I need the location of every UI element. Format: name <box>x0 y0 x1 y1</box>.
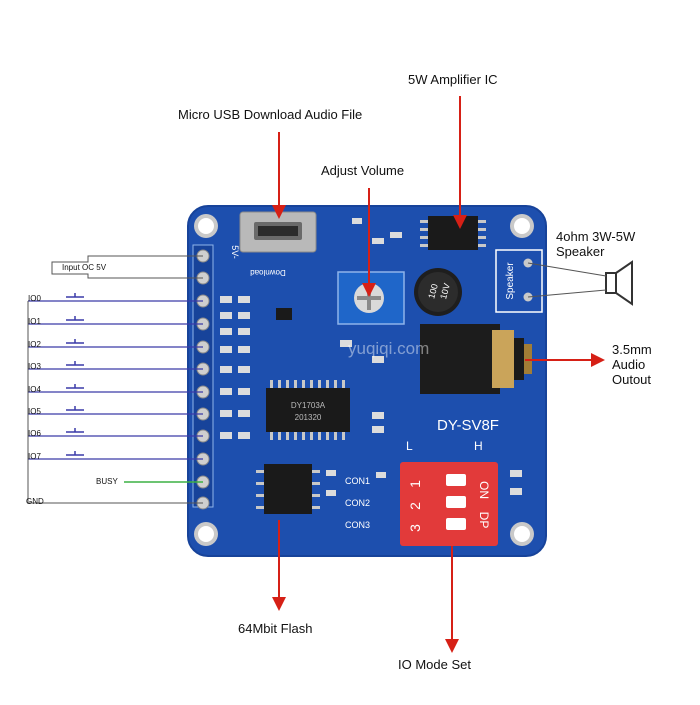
silk-download: Download <box>250 268 286 277</box>
speaker-wire-negative <box>527 289 607 298</box>
io-switch-wiring <box>28 300 203 460</box>
pin-label-io0: IO0 <box>28 294 41 303</box>
audio-jack <box>420 324 532 394</box>
capacitor-value: 100 <box>426 283 440 300</box>
gnd-label: GND <box>26 497 44 506</box>
iomode-callout: IO Mode Set <box>398 657 471 672</box>
dip-number-3: 3 <box>407 524 423 532</box>
audio-callout-line1: 3.5mm <box>612 342 652 357</box>
speaker-silk-label: Speaker <box>505 262 516 300</box>
pin-label-io7: IO7 <box>28 452 41 461</box>
silk-5v: 5V- <box>230 245 240 259</box>
silk-switch-l: L <box>406 439 413 453</box>
mounting-hole <box>510 522 534 546</box>
pin-label-io4: IO4 <box>28 385 41 394</box>
pin-label-io2: IO2 <box>28 340 41 349</box>
speaker-callout-line1: 4ohm 3W-5W <box>556 229 636 244</box>
audio-callout-line2: Audio <box>612 357 646 372</box>
dip-number-2: 2 <box>407 502 423 510</box>
amplifier-callout: 5W Amplifier IC <box>408 72 498 87</box>
input-power-label: Input OC 5V <box>62 263 107 272</box>
volume-potentiometer <box>337 271 405 325</box>
busy-label: BUSY <box>96 477 118 486</box>
input-power-wiring <box>51 255 203 279</box>
resistor-array <box>220 296 522 496</box>
silk-con3: CON3 <box>345 520 370 530</box>
silk-switch-h: H <box>474 439 483 453</box>
dip-dp-label: DP <box>477 512 491 529</box>
mounting-hole <box>194 522 218 546</box>
board-model: DY-SV8F <box>437 417 499 434</box>
audio-callout-line3: Outout <box>612 372 652 387</box>
micro-usb-port <box>239 211 317 253</box>
decoder-chip: DY1703A 201320 <box>266 380 350 440</box>
dip-number-1: 1 <box>407 480 423 488</box>
capacitor-voltage: 10V <box>438 282 452 300</box>
speaker-icon <box>605 260 633 306</box>
amplifier-ic <box>420 216 486 250</box>
mounting-hole <box>194 214 218 238</box>
pin-label-io5: IO5 <box>28 407 41 416</box>
speaker-callout-line2: Speaker <box>556 244 605 259</box>
silk-con2: CON2 <box>345 498 370 508</box>
push-button-symbols <box>66 293 84 456</box>
flash-callout: 64Mbit Flash <box>238 621 313 636</box>
watermark: yuqiqi.com <box>348 339 430 358</box>
pin-label-io6: IO6 <box>28 429 41 438</box>
decoder-chip-marking: DY1703A <box>291 401 326 410</box>
mounting-hole <box>510 214 534 238</box>
pin-header <box>192 244 214 510</box>
speaker-wire-positive <box>527 262 607 277</box>
decoder-chip-code: 201320 <box>295 413 322 422</box>
electrolytic-capacitor: 100 10V <box>414 268 462 316</box>
dip-on-label: ON <box>477 481 491 499</box>
silk-con1: CON1 <box>345 476 370 486</box>
volume-callout: Adjust Volume <box>321 163 405 178</box>
flash-chip <box>256 464 320 514</box>
usb-callout: Micro USB Download Audio File <box>178 107 363 122</box>
pin-label-io3: IO3 <box>28 362 41 371</box>
pin-label-io1: IO1 <box>28 317 41 326</box>
dip-switch: 1 2 3 ON DP <box>400 462 498 546</box>
